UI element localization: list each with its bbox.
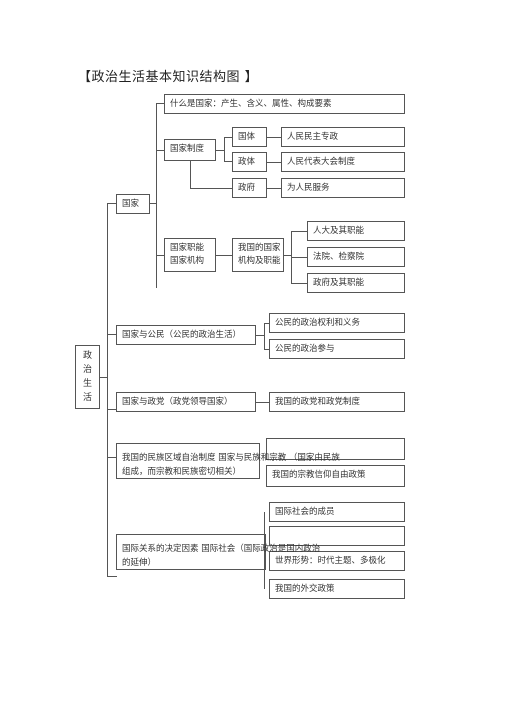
connector: [264, 323, 269, 324]
state-functions-line: 国家机构: [170, 256, 205, 266]
citizen-item-box: 公民的政治参与: [269, 339, 405, 359]
connector: [107, 576, 117, 577]
our-organs-box: 我国的国家 机构及职能: [232, 238, 284, 272]
connector: [291, 283, 307, 284]
connector: [256, 402, 269, 403]
intl-item-box: 世界形势：时代主题、多极化: [269, 551, 405, 571]
connector: [284, 255, 291, 256]
connector: [156, 103, 164, 104]
our-organs-line: 机构及职能: [238, 256, 281, 266]
connector: [100, 377, 107, 378]
state-functions-line: 国家职能: [170, 243, 205, 253]
connector: [156, 255, 164, 256]
state-branch-line: [156, 103, 157, 288]
ethnic-item-box: 我国的宗教信仰自由政策: [266, 465, 405, 487]
government-form-box: 政体: [232, 152, 267, 172]
state-functions-box: 国家职能 国家机构: [164, 238, 216, 272]
government-box: 政府: [232, 178, 267, 198]
root-char: 生: [82, 379, 92, 389]
ethnic-box: [116, 443, 260, 479]
polity-box: 国体: [232, 127, 267, 147]
connector: [256, 335, 264, 336]
connector: [107, 409, 117, 410]
root-char: 政: [82, 351, 92, 361]
intl-box: [116, 534, 266, 570]
connector: [264, 512, 265, 589]
connector: [267, 188, 281, 189]
ethnic-label-line: 我国的民族区域自治制度 国家与民族和宗教 （国家由民族: [122, 453, 340, 463]
connector: [190, 188, 232, 189]
party-item-box: 我国的政党和政党制度: [269, 392, 405, 412]
connector: [291, 257, 307, 258]
connector: [156, 150, 164, 151]
connector: [216, 255, 232, 256]
page-title: 【政治生活基本知识结构图 】: [78, 70, 259, 85]
organ-item-box: 法院、检察院: [307, 247, 405, 267]
citizen-box: 国家与公民（公民的政治生活）: [116, 325, 256, 345]
ethnic-label-line: 组成，而宗教和民族密切相关）: [122, 467, 242, 477]
government-form-value-box: 人民代表大会制度: [281, 152, 405, 172]
state-box: 国家: [116, 194, 150, 214]
intl-item-box: 我国的外交政策: [269, 579, 405, 599]
root-char: 治: [82, 365, 92, 375]
connector: [291, 231, 307, 232]
party-box: 国家与政党（政党领导国家）: [116, 392, 256, 412]
what-is-state-box: 什么是国家：产生、含义、属性、构成要素: [164, 94, 405, 114]
connector: [267, 137, 281, 138]
intl-blank-box: [269, 526, 405, 546]
organ-item-box: 政府及其职能: [307, 273, 405, 293]
connector: [267, 162, 281, 163]
intl-label-line: 的延伸）: [122, 558, 157, 568]
connector: [224, 137, 232, 138]
intl-item-box: 国际社会的成员: [269, 502, 405, 522]
citizen-item-box: 公民的政治权利和义务: [269, 313, 405, 333]
connector: [264, 323, 265, 349]
trunk-line: [107, 203, 108, 576]
government-value-box: 为人民服务: [281, 178, 405, 198]
connector: [107, 457, 117, 458]
polity-value-box: 人民民主专政: [281, 127, 405, 147]
connector: [150, 203, 156, 204]
connector: [190, 161, 191, 188]
our-organs-line: 我国的国家: [238, 243, 281, 253]
connector: [216, 150, 224, 151]
connector: [224, 161, 232, 162]
connector: [107, 203, 117, 204]
connector: [264, 349, 269, 350]
intl-label-line: 国际关系的决定因素 国际社会（国际政治是国内政治: [122, 544, 321, 554]
organ-item-box: 人大及其职能: [307, 221, 405, 241]
ethnic-item-top-box: [266, 438, 405, 460]
connector: [224, 137, 225, 161]
connector: [107, 334, 117, 335]
state-system-box: 国家制度: [164, 139, 216, 161]
root-box: 政 治 生 活: [75, 345, 100, 409]
root-char: 活: [82, 393, 92, 403]
